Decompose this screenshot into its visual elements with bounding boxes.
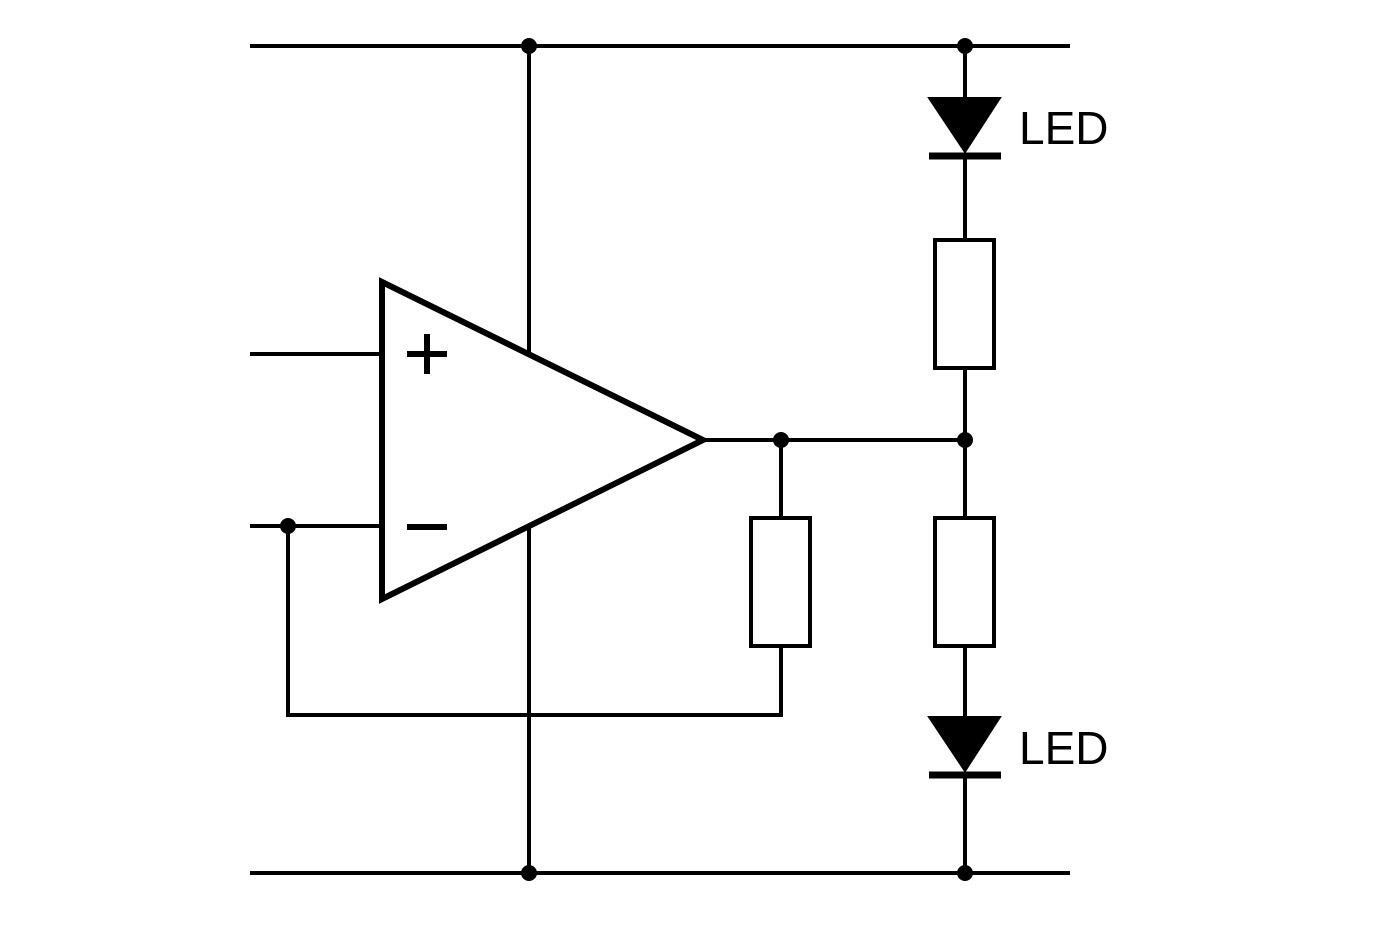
junction-dot-bottom-rail-led (957, 865, 973, 881)
bottom-led-label: LED (1019, 722, 1108, 774)
plus-sign-icon (407, 334, 447, 374)
opamp-triangle (379, 277, 710, 604)
junction-dot-bottom-rail-opamp (521, 865, 537, 881)
upper-series-resistor (933, 238, 996, 370)
top-led-icon (927, 97, 1002, 160)
bottom-led-icon (927, 716, 1002, 779)
junction-dot-output-feedback (773, 432, 789, 448)
junction-dot-top-rail-opamp (521, 38, 537, 54)
lower-series-resistor (933, 516, 996, 648)
junction-dot-top-rail-led (957, 38, 973, 54)
feedback-resistor (749, 516, 812, 648)
top-led-label: LED (1019, 102, 1108, 154)
junction-dot-output-led (957, 432, 973, 448)
junction-dot-inverting-input (280, 518, 296, 534)
feedback-loop-wire (286, 524, 783, 717)
